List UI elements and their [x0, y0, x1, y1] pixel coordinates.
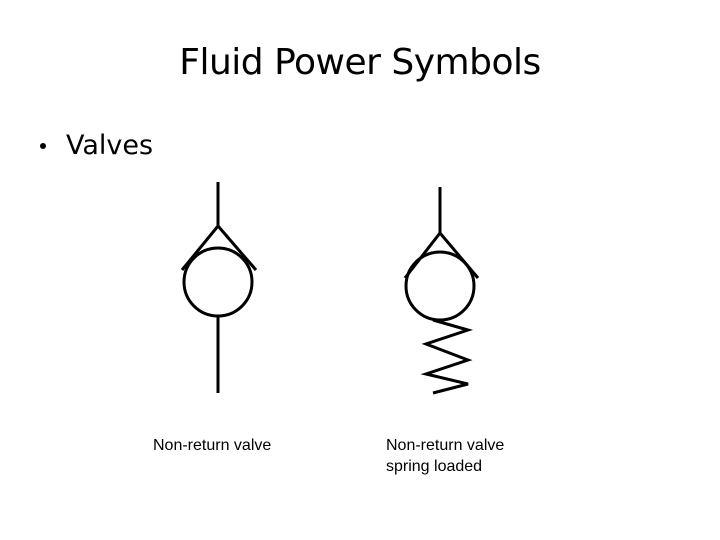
bullet-dot — [40, 142, 46, 149]
valve-seat — [180, 223, 258, 271]
caption-line: Non-return valve — [386, 437, 505, 454]
ball-circle — [182, 246, 254, 318]
non-return-valve-spring-symbol — [403, 187, 480, 395]
non-return-valve-symbol — [180, 182, 258, 393]
caption-non-return-valve-spring: Non-return valve spring loaded — [386, 435, 504, 477]
caption-line: spring loaded — [386, 458, 483, 475]
ball-circle — [404, 250, 476, 322]
bullet-item: Valves — [40, 130, 153, 161]
valve-seat — [403, 230, 480, 279]
caption-line: Non-return valve — [153, 437, 272, 454]
caption-non-return-valve: Non-return valve — [153, 435, 271, 456]
slide-title: Fluid Power Symbols — [179, 42, 541, 83]
spring-zigzag — [420, 318, 474, 395]
bullet-text: Valves — [66, 130, 154, 161]
